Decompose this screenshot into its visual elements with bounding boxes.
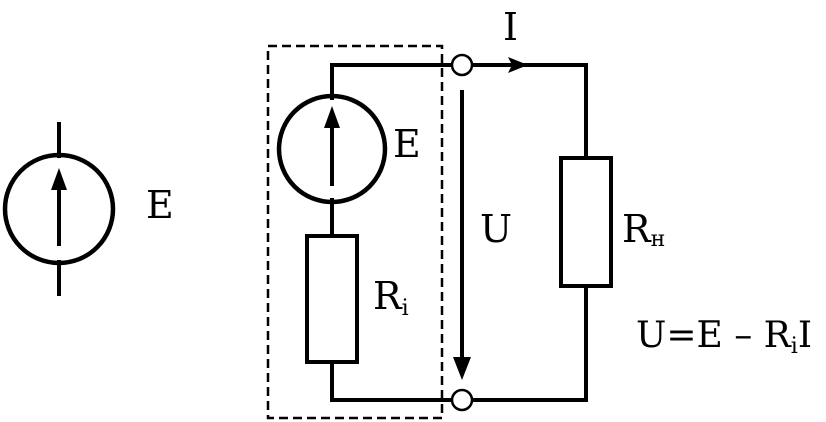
current-arrow-head xyxy=(508,57,528,73)
wire-bottom-left xyxy=(330,360,453,402)
source-emf-label: E xyxy=(393,122,421,166)
terminal-bottom xyxy=(450,388,474,412)
circuit-wires xyxy=(330,63,588,402)
internal-resistor-label: Ri xyxy=(373,274,409,321)
standalone-source-circle xyxy=(2,152,116,266)
internal-resistor-body xyxy=(305,234,359,364)
wire-top-left xyxy=(330,63,453,100)
wire-top-right xyxy=(472,63,588,160)
standalone-source-symbol: E xyxy=(2,122,174,296)
voltage-label: U xyxy=(480,207,512,251)
voltage-indicator: U xyxy=(453,90,512,380)
load-resistor: Rн xyxy=(559,156,665,288)
source-emf: E xyxy=(276,93,421,205)
load-resistor-body xyxy=(559,156,613,288)
terminal-top xyxy=(450,53,474,77)
internal-resistor: Ri xyxy=(305,234,409,364)
source-circle xyxy=(276,93,388,205)
source-arrow-head xyxy=(324,106,340,128)
load-resistor-label: Rн xyxy=(622,207,665,252)
source-boundary-box xyxy=(266,44,444,420)
wire-bottom-right xyxy=(472,284,588,402)
voltage-arrow-head xyxy=(453,357,471,380)
standalone-source-label: E xyxy=(146,183,174,227)
current-label: I xyxy=(503,5,518,49)
formula: U=E – RiI xyxy=(636,315,812,359)
current-indicator: I xyxy=(503,5,528,73)
standalone-source-arrow-head xyxy=(51,168,67,190)
